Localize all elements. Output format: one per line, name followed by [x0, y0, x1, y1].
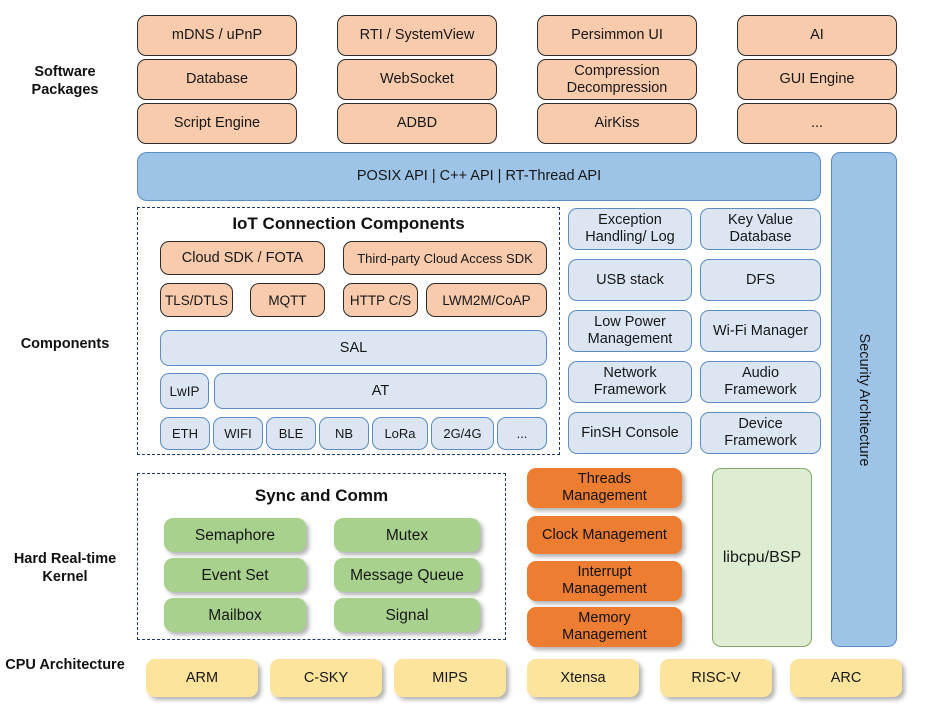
security-architecture-label: Security Architecture [856, 333, 872, 466]
cpu-arch-box[interactable]: Xtensa [527, 659, 639, 697]
sync-box[interactable]: Event Set [164, 558, 306, 592]
package-box[interactable]: Script Engine [137, 103, 297, 144]
cpu-arch-box[interactable]: ARM [146, 659, 258, 697]
iot-group-title: IoT Connection Components [232, 214, 465, 233]
kernel-service-box[interactable]: Memory Management [527, 607, 682, 647]
sync-box[interactable]: Mailbox [164, 598, 306, 632]
package-box[interactable]: mDNS / uPnP [137, 15, 297, 56]
sync-box[interactable]: Semaphore [164, 518, 306, 552]
libcpu-bsp-box[interactable]: libcpu/BSP [712, 468, 812, 647]
sync-box[interactable]: Mutex [334, 518, 480, 552]
iot-group-box [137, 207, 560, 455]
component-box[interactable]: Key Value Database [700, 208, 821, 250]
cpu-arch-box[interactable]: C-SKY [270, 659, 382, 697]
component-box[interactable]: Audio Framework [700, 361, 821, 403]
iot-box[interactable]: Cloud SDK / FOTA [160, 241, 325, 275]
package-box[interactable]: RTI / SystemView [337, 15, 497, 56]
iot-box-sal[interactable]: SAL [160, 330, 547, 366]
sync-comm-group-title: Sync and Comm [254, 486, 389, 505]
iot-box[interactable]: TLS/DTLS [160, 283, 233, 317]
component-box[interactable]: Low Power Management [568, 310, 692, 352]
iot-box-phy[interactable]: ETH [160, 417, 210, 450]
package-box[interactable]: GUI Engine [737, 59, 897, 100]
component-box[interactable]: USB stack [568, 259, 692, 301]
iot-box-phy[interactable]: WIFI [213, 417, 263, 450]
sync-box[interactable]: Message Queue [334, 558, 480, 592]
package-box[interactable]: Compression Decompression [537, 59, 697, 100]
api-bar[interactable]: POSIX API | C++ API | RT-Thread API [137, 152, 821, 201]
package-box[interactable]: AirKiss [537, 103, 697, 144]
sync-box[interactable]: Signal [334, 598, 480, 632]
row-label-cpu: CPU Architecture [5, 657, 125, 673]
kernel-service-box[interactable]: Threads Management [527, 468, 682, 508]
kernel-service-box[interactable]: Interrupt Management [527, 561, 682, 601]
row-label-components: Components [20, 336, 110, 352]
component-box[interactable]: Exception Handling/ Log [568, 208, 692, 250]
cpu-arch-box[interactable]: ARC [790, 659, 902, 697]
iot-box-phy[interactable]: BLE [266, 417, 316, 450]
iot-box[interactable]: Third-party Cloud Access SDK [343, 241, 547, 275]
cpu-arch-box[interactable]: RISC-V [660, 659, 772, 697]
component-box[interactable]: DFS [700, 259, 821, 301]
component-box[interactable]: Device Framework [700, 412, 821, 454]
sync-comm-group-box [137, 473, 506, 640]
package-box[interactable]: AI [737, 15, 897, 56]
package-box[interactable]: Persimmon UI [537, 15, 697, 56]
iot-box[interactable]: MQTT [250, 283, 325, 317]
kernel-service-box[interactable]: Clock Management [527, 516, 682, 554]
row-label-kernel: Hard Real-time Kernel [13, 551, 117, 585]
iot-box-at[interactable]: AT [214, 373, 547, 409]
cpu-arch-box[interactable]: MIPS [394, 659, 506, 697]
iot-box-phy[interactable]: NB [319, 417, 369, 450]
iot-box-phy[interactable]: LoRa [372, 417, 428, 450]
iot-box-phy[interactable]: ... [497, 417, 547, 450]
package-box[interactable]: Database [137, 59, 297, 100]
iot-box-phy[interactable]: 2G/4G [431, 417, 494, 450]
iot-box-lwip[interactable]: LwIP [160, 373, 209, 409]
package-box[interactable]: ... [737, 103, 897, 144]
iot-box[interactable]: HTTP C/S [343, 283, 418, 317]
row-label-software-packages: Software Packages [31, 64, 99, 98]
component-box[interactable]: FinSH Console [568, 412, 692, 454]
component-box[interactable]: Network Framework [568, 361, 692, 403]
security-architecture-bar[interactable]: Security Architecture [831, 152, 897, 647]
component-box[interactable]: Wi-Fi Manager [700, 310, 821, 352]
iot-box[interactable]: LWM2M/CoAP [426, 283, 547, 317]
package-box[interactable]: ADBD [337, 103, 497, 144]
package-box[interactable]: WebSocket [337, 59, 497, 100]
